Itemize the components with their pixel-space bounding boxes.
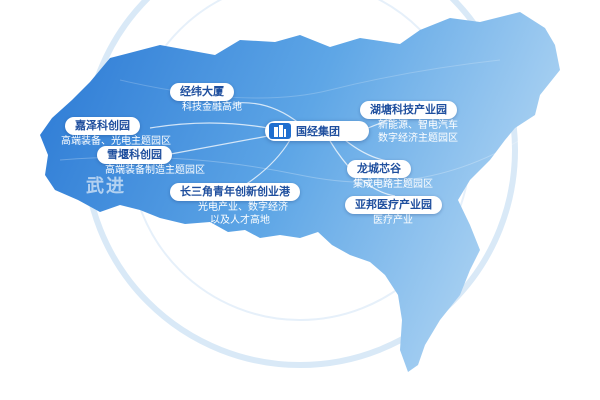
park-desc: 新能源、智电汽车 [378,120,458,131]
building-icon [269,123,291,139]
park-desc: 高端装备制造主题园区 [105,165,205,176]
park-desc: 科技金融高地 [182,102,242,113]
park-desc: 医疗产业 [373,215,413,226]
park-changsanjiao[interactable]: 长三角青年创新创业港 光电产业、数字经济 以及人才高地 [170,180,300,227]
park-name: 嘉泽科创园 [65,117,140,135]
connector-line [149,122,269,129]
park-desc: 集成电路主题园区 [353,179,433,190]
park-name: 雪堰科创园 [97,146,172,164]
park-name: 长三角青年创新创业港 [170,183,300,201]
connector-line [159,135,269,157]
park-hutang[interactable]: 湖塘科技产业园 新能源、智电汽车 数字经济主题园区 [360,98,458,145]
park-name: 龙城芯谷 [347,160,411,178]
park-longcheng[interactable]: 龙城芯谷 集成电路主题园区 [347,157,433,191]
city-label: 武进 [86,176,126,197]
park-desc: 数字经济主题园区 [378,133,458,144]
center-title: 国经集团 [296,125,340,138]
park-desc: 高端装备、光电主题园区 [61,136,171,147]
park-desc: 以及人才高地 [210,215,270,226]
connector-line [329,140,396,197]
center-node[interactable]: 国经集团 [265,121,369,141]
connector-line [234,102,301,125]
park-name: 经纬大厦 [170,83,234,101]
park-jingwei[interactable]: 经纬大厦 科技金融高地 [170,80,242,114]
park-name: 亚邦医疗产业园 [345,196,442,214]
park-desc: 光电产业、数字经济 [198,202,288,213]
park-xueyan[interactable]: 雪堰科创园 高端装备制造主题园区 [97,143,205,177]
park-name: 湖塘科技产业园 [360,101,457,119]
park-jiaze[interactable]: 嘉泽科创园 高端装备、光电主题园区 [61,114,171,148]
park-yabang[interactable]: 亚邦医疗产业园 医疗产业 [345,193,442,227]
connector-line [244,139,291,186]
